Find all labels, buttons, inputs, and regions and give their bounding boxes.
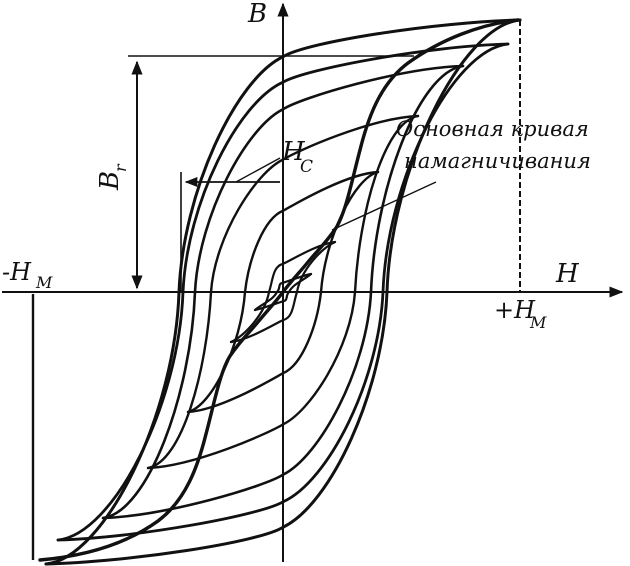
hysteresis-loop-2-upper: [229, 240, 337, 344]
hc-label-sub: C: [300, 157, 313, 177]
pos-hm-label-sub: M: [529, 313, 547, 332]
br-label: B r: [95, 163, 130, 191]
hc-label: H: [281, 137, 306, 167]
b-axis-label: B: [247, 0, 267, 29]
annotation-line-1: Основная кривая: [396, 117, 589, 141]
hysteresis-loop-7-upper: [44, 18, 522, 566]
neg-hm-label: -H: [2, 258, 32, 286]
hysteresis-loop-5-upper: [101, 64, 465, 520]
annotation-leader: [331, 181, 437, 231]
annotation-line-2: намагничивания: [404, 149, 591, 173]
initial-magnetization-curve: [281, 18, 520, 294]
pos-hm-label: +H: [494, 296, 536, 324]
hysteresis-loop-2-lower: [229, 240, 337, 344]
hc-leader: [235, 157, 281, 183]
hysteresis-loop-5-lower: [101, 64, 465, 520]
br-label-sub: r: [111, 163, 130, 172]
h-axis-label: H: [555, 259, 580, 289]
hysteresis-loop-7-lower: [44, 18, 522, 566]
hysteresis-loop-4-lower: [146, 114, 420, 470]
br-label-main: B: [95, 171, 125, 191]
hysteresis-loop-4-upper: [146, 114, 420, 470]
hysteresis-loops: [44, 18, 522, 566]
initial-magnetization-curve-negative: [38, 290, 285, 562]
neg-hm-label-sub: M: [35, 273, 53, 292]
